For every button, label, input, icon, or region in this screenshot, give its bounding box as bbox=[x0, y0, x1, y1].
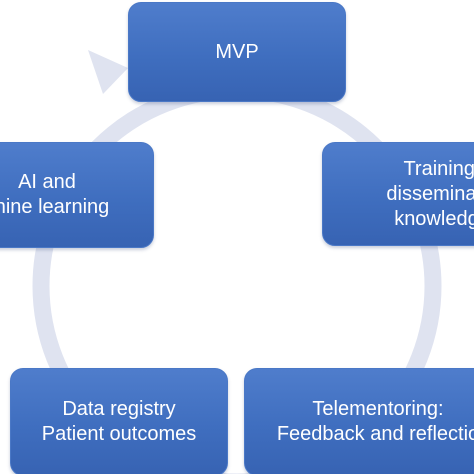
node-training-line-1: Training: bbox=[403, 157, 474, 180]
node-ai-line-1: AI and bbox=[18, 171, 76, 193]
node-mvp-line-1: MVP bbox=[215, 40, 259, 63]
node-training-line-3: knowledge bbox=[394, 207, 474, 230]
node-mvp: MVP bbox=[128, 2, 346, 102]
node-telementoring: Telementoring: Feedback and reflectio bbox=[244, 368, 474, 474]
node-tele-line-2: Feedback and reflectio bbox=[276, 423, 474, 445]
node-ai-machine-learning: AI and chine learning bbox=[0, 142, 154, 248]
node-ai-line-2: chine learning bbox=[0, 196, 110, 218]
node-data-registry: Data registry Patient outcomes bbox=[10, 368, 228, 474]
node-tele-line-1: Telementoring: bbox=[312, 398, 444, 420]
node-training-line-2: disseminatio bbox=[386, 182, 474, 205]
cycle-arrowhead bbox=[88, 50, 128, 94]
node-training: Training: disseminatio knowledge bbox=[322, 142, 474, 246]
node-data-line-2: Patient outcomes bbox=[41, 423, 197, 445]
node-data-line-1: Data registry bbox=[62, 398, 176, 420]
